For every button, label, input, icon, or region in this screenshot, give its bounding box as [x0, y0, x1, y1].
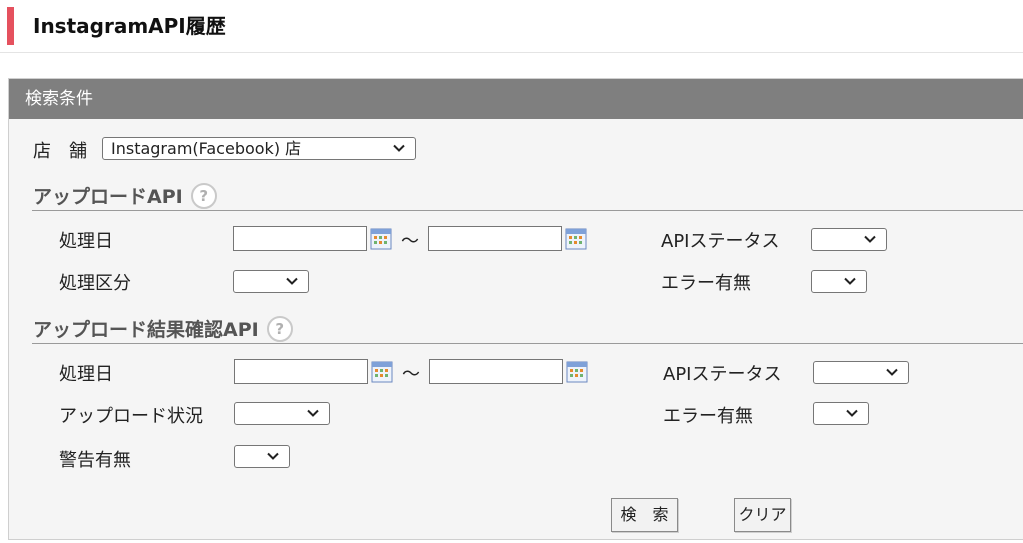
upload-date-label: 処理日	[59, 231, 113, 252]
confirm-error-select[interactable]	[813, 402, 869, 425]
chevron-down-icon	[863, 232, 877, 246]
chevron-down-icon	[306, 406, 320, 420]
help-icon[interactable]: ?	[190, 183, 217, 209]
store-label: 店 舗	[33, 141, 87, 162]
confirm-api-heading: アップロード結果確認API?	[33, 315, 293, 342]
upload-error-label: エラー有無	[661, 273, 751, 294]
confirm-api-heading-text: アップロード結果確認API	[33, 319, 259, 341]
chevron-down-icon	[885, 365, 899, 379]
confirm-api-status-label: APIステータス	[663, 364, 782, 385]
section-divider	[32, 343, 1023, 344]
confirm-error-label: エラー有無	[663, 406, 753, 427]
clear-button[interactable]: クリア	[734, 498, 791, 532]
section-divider	[32, 210, 1023, 211]
chevron-down-icon	[845, 406, 859, 420]
upload-status-select[interactable]	[234, 402, 330, 425]
upload-type-select[interactable]	[233, 270, 309, 293]
confirm-date-label: 処理日	[59, 364, 113, 385]
page-title: InstagramAPI履歴	[33, 14, 226, 38]
upload-api-status-label: APIステータス	[661, 231, 780, 252]
calendar-icon[interactable]	[370, 228, 392, 250]
calendar-icon[interactable]	[565, 228, 587, 250]
warning-select[interactable]	[234, 445, 290, 468]
store-select-value: Instagram(Facebook) 店	[111, 139, 302, 158]
help-icon[interactable]: ?	[266, 316, 293, 342]
confirm-date-from-input[interactable]	[234, 359, 368, 384]
title-accent-bar	[7, 7, 14, 45]
upload-type-label: 処理区分	[59, 273, 131, 294]
date-range-separator: ～	[401, 231, 419, 252]
chevron-down-icon	[266, 449, 280, 463]
date-range-separator: ～	[402, 364, 420, 385]
store-select[interactable]: Instagram(Facebook) 店	[102, 137, 416, 160]
confirm-api-status-select[interactable]	[813, 361, 909, 384]
upload-api-heading-text: アップロードAPI	[33, 186, 183, 208]
calendar-icon[interactable]	[566, 361, 588, 383]
panel-header: 検索条件	[9, 79, 1023, 119]
calendar-icon[interactable]	[371, 361, 393, 383]
upload-date-to-input[interactable]	[428, 226, 562, 251]
search-button[interactable]: 検 索	[611, 498, 678, 532]
upload-date-from-input[interactable]	[233, 226, 367, 251]
chevron-down-icon	[843, 274, 857, 288]
upload-api-heading: アップロードAPI?	[33, 182, 217, 209]
warning-label: 警告有無	[59, 450, 131, 471]
chevron-down-icon	[392, 141, 406, 155]
search-conditions-panel: 検索条件 店 舗 Instagram(Facebook) 店 アップロードAPI…	[8, 78, 1023, 540]
upload-status-label: アップロード状況	[59, 406, 203, 427]
upload-error-select[interactable]	[811, 270, 867, 293]
chevron-down-icon	[285, 274, 299, 288]
upload-api-status-select[interactable]	[811, 228, 887, 251]
page-title-bar: InstagramAPI履歴	[0, 0, 1023, 53]
confirm-date-to-input[interactable]	[429, 359, 563, 384]
